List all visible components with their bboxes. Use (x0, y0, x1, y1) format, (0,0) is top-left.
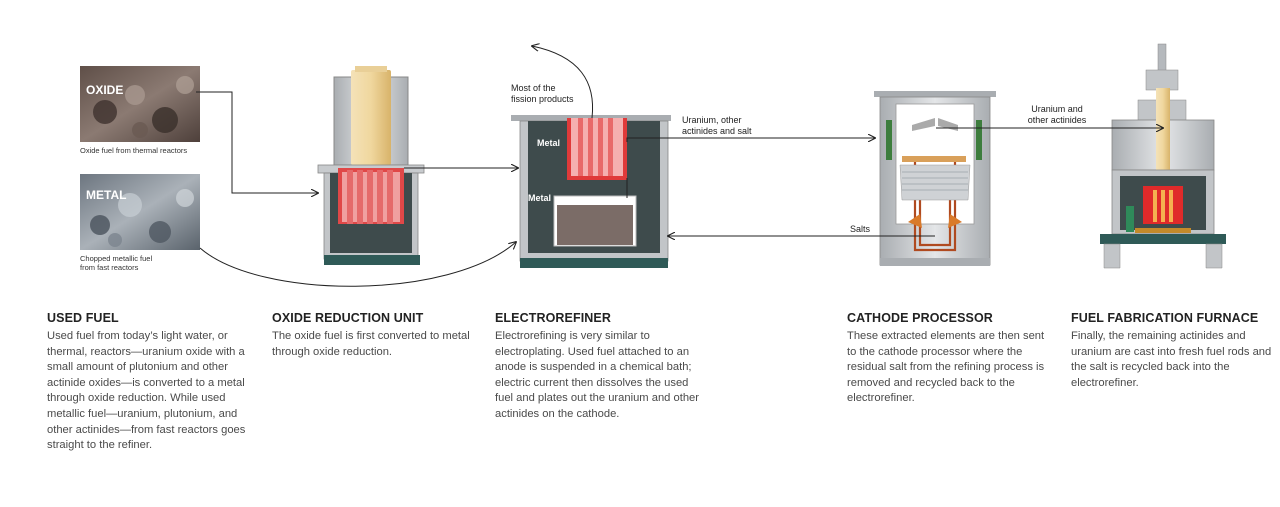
step-oxide-reduction: OXIDE REDUCTION UNIT The oxide fuel is f… (272, 311, 472, 360)
salts-label: Salts (850, 224, 871, 234)
step-title: CATHODE PROCESSOR (847, 311, 993, 325)
oxide-caption: Oxide fuel from thermal reactors (80, 146, 188, 155)
step-fuel-fabrication: FUEL FABRICATION FURNACE Finally, the re… (1071, 311, 1276, 391)
oxide-to-reduction-arrow (196, 91, 318, 193)
oxide-fuel-photo: OXIDE (80, 66, 200, 142)
step-used-fuel: USED FUEL Used fuel from today’s light w… (47, 311, 257, 454)
oxide-label: OXIDE (86, 83, 123, 97)
flow-arrows (196, 46, 1163, 287)
refiner-to-cathode-arrow (626, 138, 875, 142)
step-title: FUEL FABRICATION FURNACE (1071, 311, 1259, 325)
step-electrorefiner: ELECTROREFINER Electrorefining is very s… (495, 311, 705, 423)
metal-top-label: Metal (537, 138, 560, 148)
metal-fuel-photo: METAL (80, 174, 200, 250)
electrorefiner-illustration: Metal Metal (511, 115, 671, 268)
cathode-processor-illustration (874, 91, 996, 266)
step-title: ELECTROREFINER (495, 311, 611, 325)
metal-bottom-label: Metal (528, 193, 551, 203)
oxide-reduction-unit-illustration (317, 66, 425, 265)
step-title: OXIDE REDUCTION UNIT (272, 311, 424, 325)
step-text: Electrorefining is very similar to elect… (495, 330, 700, 420)
step-text: These extracted elements are then sent t… (847, 330, 1045, 405)
step-text: Used fuel from today’s light water, or t… (47, 330, 246, 452)
step-cathode-processor: CATHODE PROCESSOR These extracted elemen… (847, 311, 1055, 407)
step-text: Finally, the remaining actinides and ura… (1071, 330, 1272, 389)
process-diagram: OXIDE METAL (80, 0, 1226, 287)
step-text: The oxide fuel is first converted to met… (272, 330, 470, 358)
metal-label: METAL (86, 188, 126, 202)
fuel-fabrication-furnace-illustration (1100, 43, 1226, 269)
fission-products-arrow (532, 46, 594, 119)
metal-caption: Chopped metallic fuel from fast reactors (80, 254, 153, 272)
metal-to-refiner-arrow (199, 242, 516, 287)
step-title: USED FUEL (47, 311, 119, 325)
